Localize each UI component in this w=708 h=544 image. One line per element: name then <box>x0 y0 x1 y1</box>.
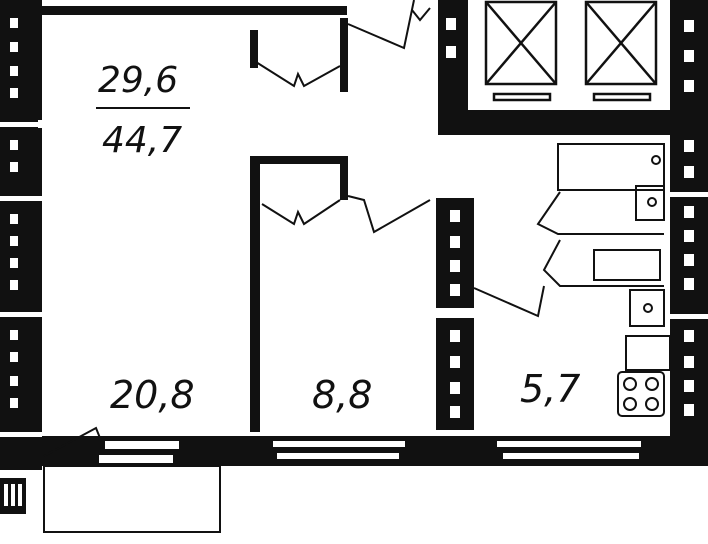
windows <box>97 439 643 465</box>
balcony-radiator-slots <box>4 484 22 506</box>
kitchen-fixtures <box>536 143 671 417</box>
stove <box>617 371 665 417</box>
left-wall-panels <box>0 18 42 437</box>
fridge <box>557 143 665 191</box>
doors <box>255 0 545 318</box>
door-bedroom-right <box>347 195 431 234</box>
door-hall-top <box>255 61 341 88</box>
door-kitchen <box>473 285 545 318</box>
total-area-text: 44,7 <box>102 120 182 161</box>
bathroom-fixtures <box>484 0 658 102</box>
right-wall-panels <box>670 20 708 416</box>
door-bedroom <box>261 199 341 226</box>
room-area-small: 8,8 <box>312 373 372 417</box>
balcony <box>43 426 221 533</box>
door-bathroom <box>347 0 415 50</box>
door-corridor-upper <box>411 7 431 22</box>
apartment-area-label: 29,6 44,7 <box>96 60 190 161</box>
shower-cabin-right <box>584 0 658 86</box>
living-area-text: 29,6 <box>98 60 178 101</box>
middle-partition-panels <box>446 18 460 418</box>
sink <box>593 249 661 281</box>
shower-cabin-left <box>484 0 558 86</box>
room-area-kitchen: 5,7 <box>520 367 580 411</box>
room-area-large: 20,8 <box>110 373 195 417</box>
